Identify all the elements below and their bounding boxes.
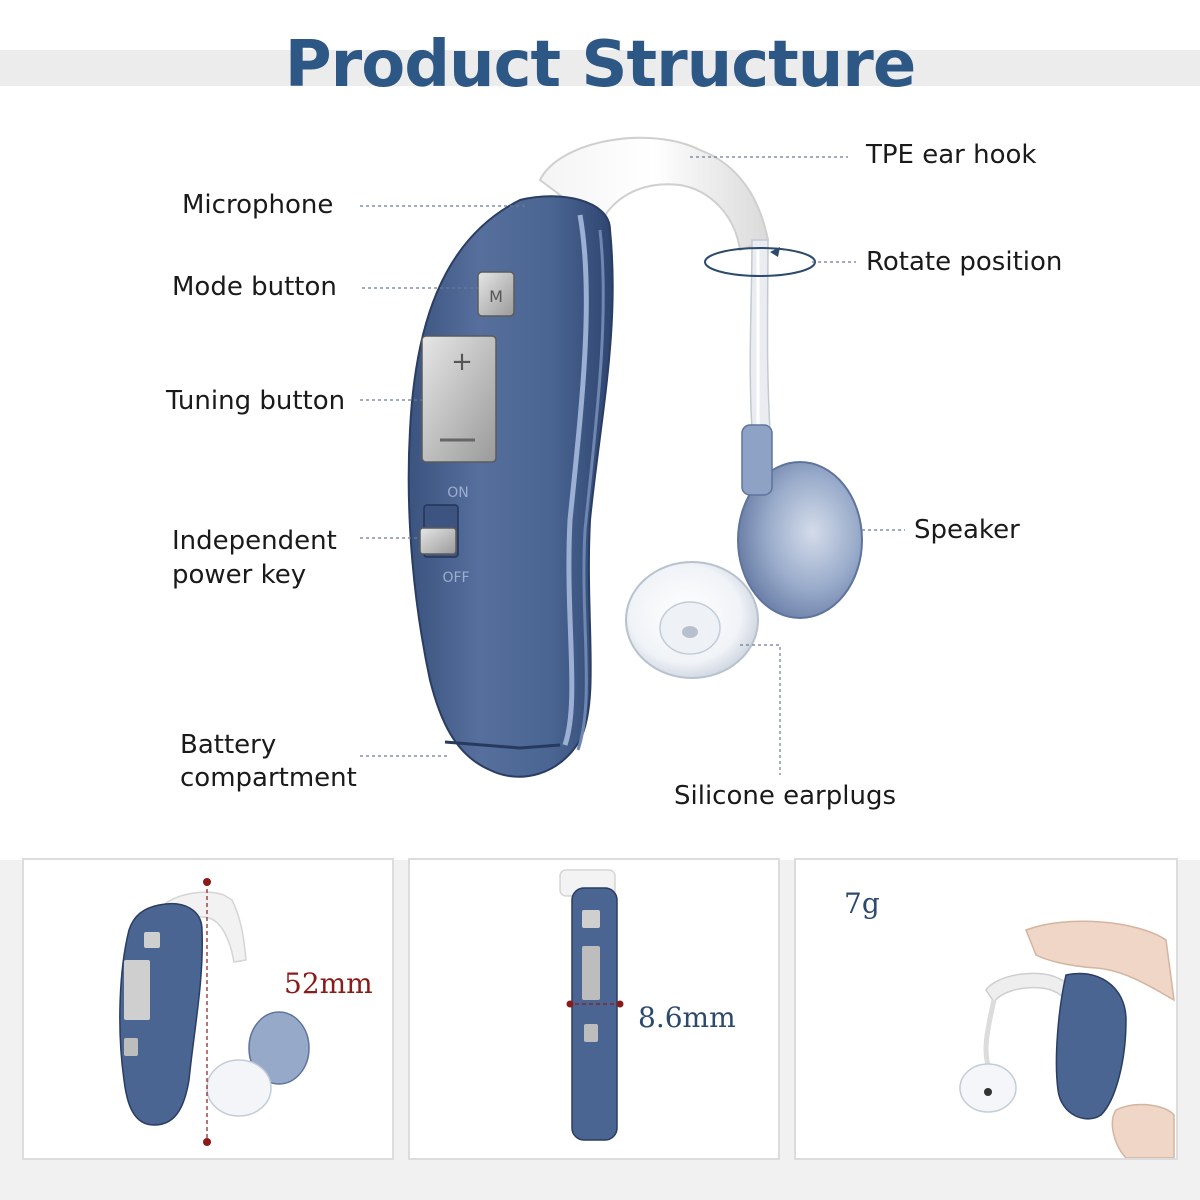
speaker-label: Speaker xyxy=(914,515,1020,545)
speaker-neck xyxy=(741,424,773,496)
speaker-shape xyxy=(737,461,863,619)
power-switch-knob xyxy=(419,527,457,555)
earplugs-label: Silicone earplugs xyxy=(674,781,896,811)
body-edge-stripe xyxy=(576,229,605,751)
thickness-dimension-label: 8.6mm xyxy=(638,1001,736,1034)
mini-tuning-button xyxy=(124,960,150,1020)
mode-button-shape xyxy=(477,271,515,317)
mode-button-label: Mode button xyxy=(172,272,337,302)
height-top-marker xyxy=(203,878,211,886)
thickness-left-marker xyxy=(566,1000,574,1008)
battery-label-line1: Battery xyxy=(180,730,277,760)
battery-label-line2: compartment xyxy=(180,763,357,793)
mini-body xyxy=(119,903,204,1126)
side-mode-button xyxy=(582,910,600,928)
fingertip-top xyxy=(1025,920,1175,1002)
title-band xyxy=(0,50,1200,86)
power-key-label-line2: power key xyxy=(172,560,307,590)
height-dimension-label: 52mm xyxy=(284,967,373,1000)
rotate-arrowhead xyxy=(770,247,780,257)
mini-mode-button xyxy=(144,932,160,948)
mini-power-switch xyxy=(124,1038,138,1056)
microphone-label: Microphone xyxy=(182,190,334,220)
hearing-aid-diagram: M + ON OFF xyxy=(360,136,905,778)
held-earplug-hole xyxy=(984,1088,992,1096)
page-title: Product Structure xyxy=(284,28,917,102)
held-body xyxy=(1055,972,1127,1120)
leader-lines xyxy=(360,156,905,775)
side-tuning-button xyxy=(582,946,600,1000)
rotate-position-label: Rotate position xyxy=(866,247,1063,277)
mini-earplug xyxy=(206,1059,272,1117)
thickness-illustration xyxy=(559,869,624,1141)
panel-weight: 7g xyxy=(794,858,1178,1160)
earplug-hole xyxy=(682,626,698,638)
mini-speaker xyxy=(248,1011,310,1085)
height-bottom-marker xyxy=(203,1138,211,1146)
ear-hook-label: TPE ear hook xyxy=(866,140,1037,170)
tube-shape xyxy=(749,239,771,431)
thickness-right-marker xyxy=(616,1000,624,1008)
weight-label: 7g xyxy=(844,887,880,920)
tuning-button-shape xyxy=(421,335,497,463)
fingertip-bottom xyxy=(1111,1103,1175,1159)
held-tube xyxy=(983,999,997,1066)
off-mark: OFF xyxy=(442,570,469,586)
height-illustration xyxy=(119,878,310,1146)
tuning-button-label: Tuning button xyxy=(166,386,346,416)
side-power-switch xyxy=(584,1024,598,1042)
power-key-label-line1: Independent xyxy=(172,526,337,556)
on-mark: ON xyxy=(447,485,469,501)
mode-button-glyph: M xyxy=(489,287,503,306)
panel-height: 52mm xyxy=(22,858,394,1160)
battery-door-seam xyxy=(444,740,561,750)
panel-thickness: 8.6mm xyxy=(408,858,780,1160)
weight-illustration xyxy=(959,920,1175,1159)
tuning-plus-glyph: + xyxy=(451,347,473,377)
body-highlight-stripe xyxy=(562,214,589,746)
